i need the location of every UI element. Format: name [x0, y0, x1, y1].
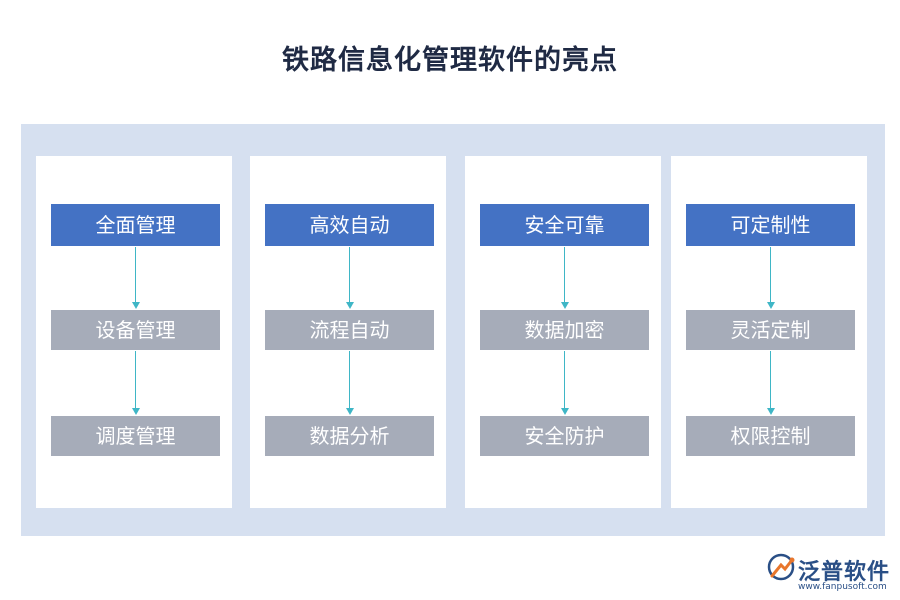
item-box: 安全防护: [480, 416, 649, 456]
arrow-down-icon: [767, 351, 775, 415]
item-box: 数据分析: [265, 416, 434, 456]
arrow-down-icon: [346, 247, 354, 309]
arrow-down-icon: [767, 247, 775, 309]
arrow-down-icon: [132, 351, 140, 415]
head-box: 可定制性: [686, 204, 855, 246]
column-2: 高效自动 流程自动 数据分析: [250, 156, 446, 508]
item-box: 设备管理: [51, 310, 220, 350]
column-3: 安全可靠 数据加密 安全防护: [465, 156, 661, 508]
arrow-down-icon: [561, 247, 569, 309]
head-box: 安全可靠: [480, 204, 649, 246]
item-box: 灵活定制: [686, 310, 855, 350]
brand-logo-icon: [767, 553, 795, 581]
page-title: 铁路信息化管理软件的亮点: [282, 45, 618, 76]
item-box: 调度管理: [51, 416, 220, 456]
arrow-down-icon: [132, 247, 140, 309]
arrow-down-icon: [346, 351, 354, 415]
arrow-down-icon: [561, 351, 569, 415]
column-1: 全面管理 设备管理 调度管理: [36, 156, 232, 508]
brand-url: www.fanpusoft.com: [798, 582, 887, 592]
item-box: 流程自动: [265, 310, 434, 350]
highlights-panel: 全面管理 设备管理 调度管理 高效自动 流程自动 数据分析 安全可靠 数据加密 …: [21, 124, 885, 536]
item-box: 权限控制: [686, 416, 855, 456]
brand-name: 泛普软件: [798, 560, 891, 585]
brand-logo: 泛普软件 www.fanpusoft.com: [766, 550, 892, 594]
column-4: 可定制性 灵活定制 权限控制: [671, 156, 867, 508]
head-box: 全面管理: [51, 204, 220, 246]
head-box: 高效自动: [265, 204, 434, 246]
item-box: 数据加密: [480, 310, 649, 350]
